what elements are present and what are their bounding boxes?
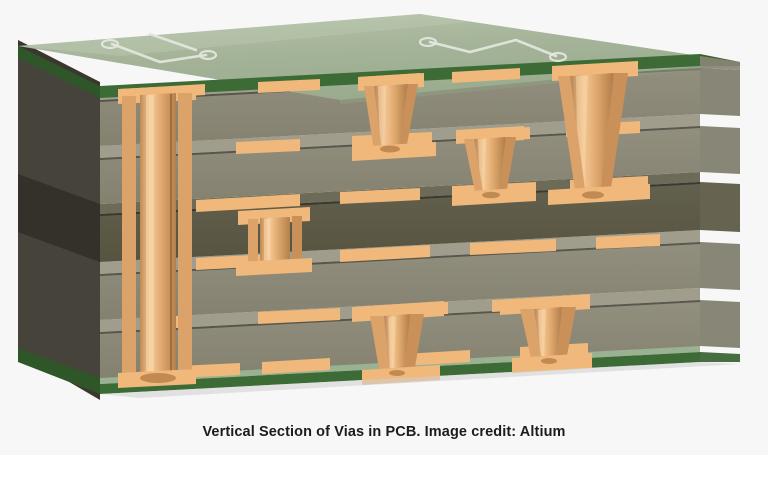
copper-pad-t4 [452, 68, 520, 83]
microvia-ul-skirt-right [398, 84, 418, 150]
diel2-front-face [100, 126, 700, 204]
blindvia-tip [582, 191, 604, 199]
micro-via-lower-right [500, 294, 592, 373]
through-via-highlight [146, 95, 154, 381]
soldermask-sheen [18, 14, 470, 56]
diel1-left-face [18, 58, 100, 146]
silkscreen-pad-4 [548, 51, 568, 63]
through-via-barrel-bottom [140, 373, 176, 383]
blindvia-skirt-right [600, 73, 628, 196]
copper-pad-b3 [404, 350, 470, 366]
buriedvia-bottom-pad [236, 258, 312, 276]
microvia-lm-highlight [388, 317, 396, 372]
right-face-core [700, 182, 740, 232]
core-left-face [18, 174, 100, 262]
figure-caption: Vertical Section of Vias in PCB. Image c… [202, 424, 566, 440]
copper-pad-b2 [262, 358, 330, 374]
right-face-d4 [700, 242, 740, 290]
micro-via-upper-left [352, 73, 436, 161]
copper-pad-t2 [258, 79, 320, 93]
diel4-front-face [100, 242, 700, 320]
microvia-lr-skirt-left [520, 309, 542, 363]
silkscreen-pads [100, 36, 568, 63]
microvia-ul-tip [380, 145, 400, 153]
diel2-left-face [18, 116, 100, 204]
diel5-left-face [18, 290, 100, 378]
silkscreen-pad-1 [100, 38, 120, 50]
microvia-lr-highlight [538, 310, 546, 360]
microvia-um-skirt-right [498, 137, 516, 196]
microvia-lm-tip [389, 370, 405, 376]
silkscreen-trace-1b [148, 32, 198, 52]
board-shadow [100, 362, 740, 398]
right-face-d2 [700, 126, 740, 174]
copper-pad-m4a [258, 308, 340, 324]
microvia-ul-skirt-left [364, 86, 382, 151]
blindvia-skirt-left [558, 76, 586, 197]
soldermask-sheen2 [340, 62, 740, 104]
microvia-lm-skirt-left [370, 316, 390, 375]
copper-pad-m3b [340, 245, 430, 262]
microvia-lr-tip [541, 358, 557, 364]
microvia-um-skirt-left [464, 139, 484, 197]
silkscreen-pad-3 [418, 36, 438, 48]
diel4-left-face [18, 232, 100, 320]
copper-pad-m3d [596, 234, 660, 249]
through-via-right-wall [178, 93, 192, 379]
right-face-d5 [700, 300, 740, 348]
microvia-lr-skirt-right [556, 307, 576, 362]
buriedvia-right-wall [292, 216, 302, 268]
pcb-stackup-svg [18, 14, 740, 400]
copper-pad-m2b [340, 188, 420, 204]
buried-via-center [236, 207, 312, 276]
soldermask-left-edge [18, 46, 100, 98]
microvia-ul-highlight [378, 86, 386, 148]
page-footer-space [0, 455, 768, 478]
microvia-um-tip [482, 191, 500, 199]
through-hole-via [118, 85, 196, 388]
through-via-seam [170, 94, 172, 380]
silkscreen-trace-1 [110, 42, 208, 64]
micro-via-upper-mid [452, 126, 536, 206]
buriedvia-left-wall [248, 219, 258, 270]
copper-pad-m2a [196, 194, 300, 212]
buriedvia-highlight [264, 219, 270, 267]
microvia-lm-skirt-right [404, 314, 424, 374]
right-edge-faces [700, 56, 740, 362]
blind-via-upper-right [548, 61, 650, 205]
right-face-mask [700, 56, 740, 70]
silkscreen-pad-2 [198, 49, 218, 61]
silkscreen-group [110, 32, 558, 64]
copper-pad-m1a [236, 139, 300, 154]
right-face-bottom-mask [700, 352, 740, 362]
copper-pad-m3c [470, 239, 556, 255]
right-face-d1 [700, 68, 740, 116]
through-via-left-wall [122, 96, 136, 382]
blindvia-cone [570, 73, 614, 197]
silkscreen-trace-2 [428, 38, 558, 58]
pcb-illustration [18, 14, 740, 400]
